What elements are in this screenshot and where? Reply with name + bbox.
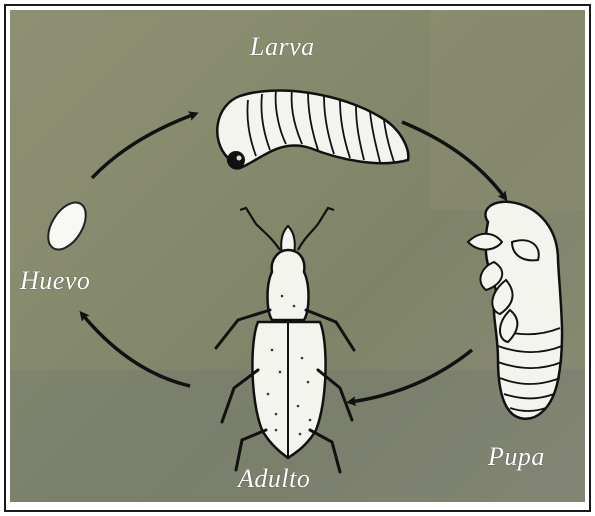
egg-icon	[41, 196, 94, 256]
stage-label-egg: Huevo	[20, 266, 90, 296]
stage-label-pupa: Pupa	[488, 442, 545, 472]
larva-icon	[217, 90, 408, 169]
life-cycle-diagram	[10, 10, 585, 502]
stage-label-larva: Larva	[250, 32, 315, 62]
stage-label-adult: Adulto	[238, 464, 310, 494]
arrow-egg-to-larva	[92, 114, 195, 178]
life-cycle-panel: Larva Huevo Pupa Adulto	[10, 10, 585, 502]
